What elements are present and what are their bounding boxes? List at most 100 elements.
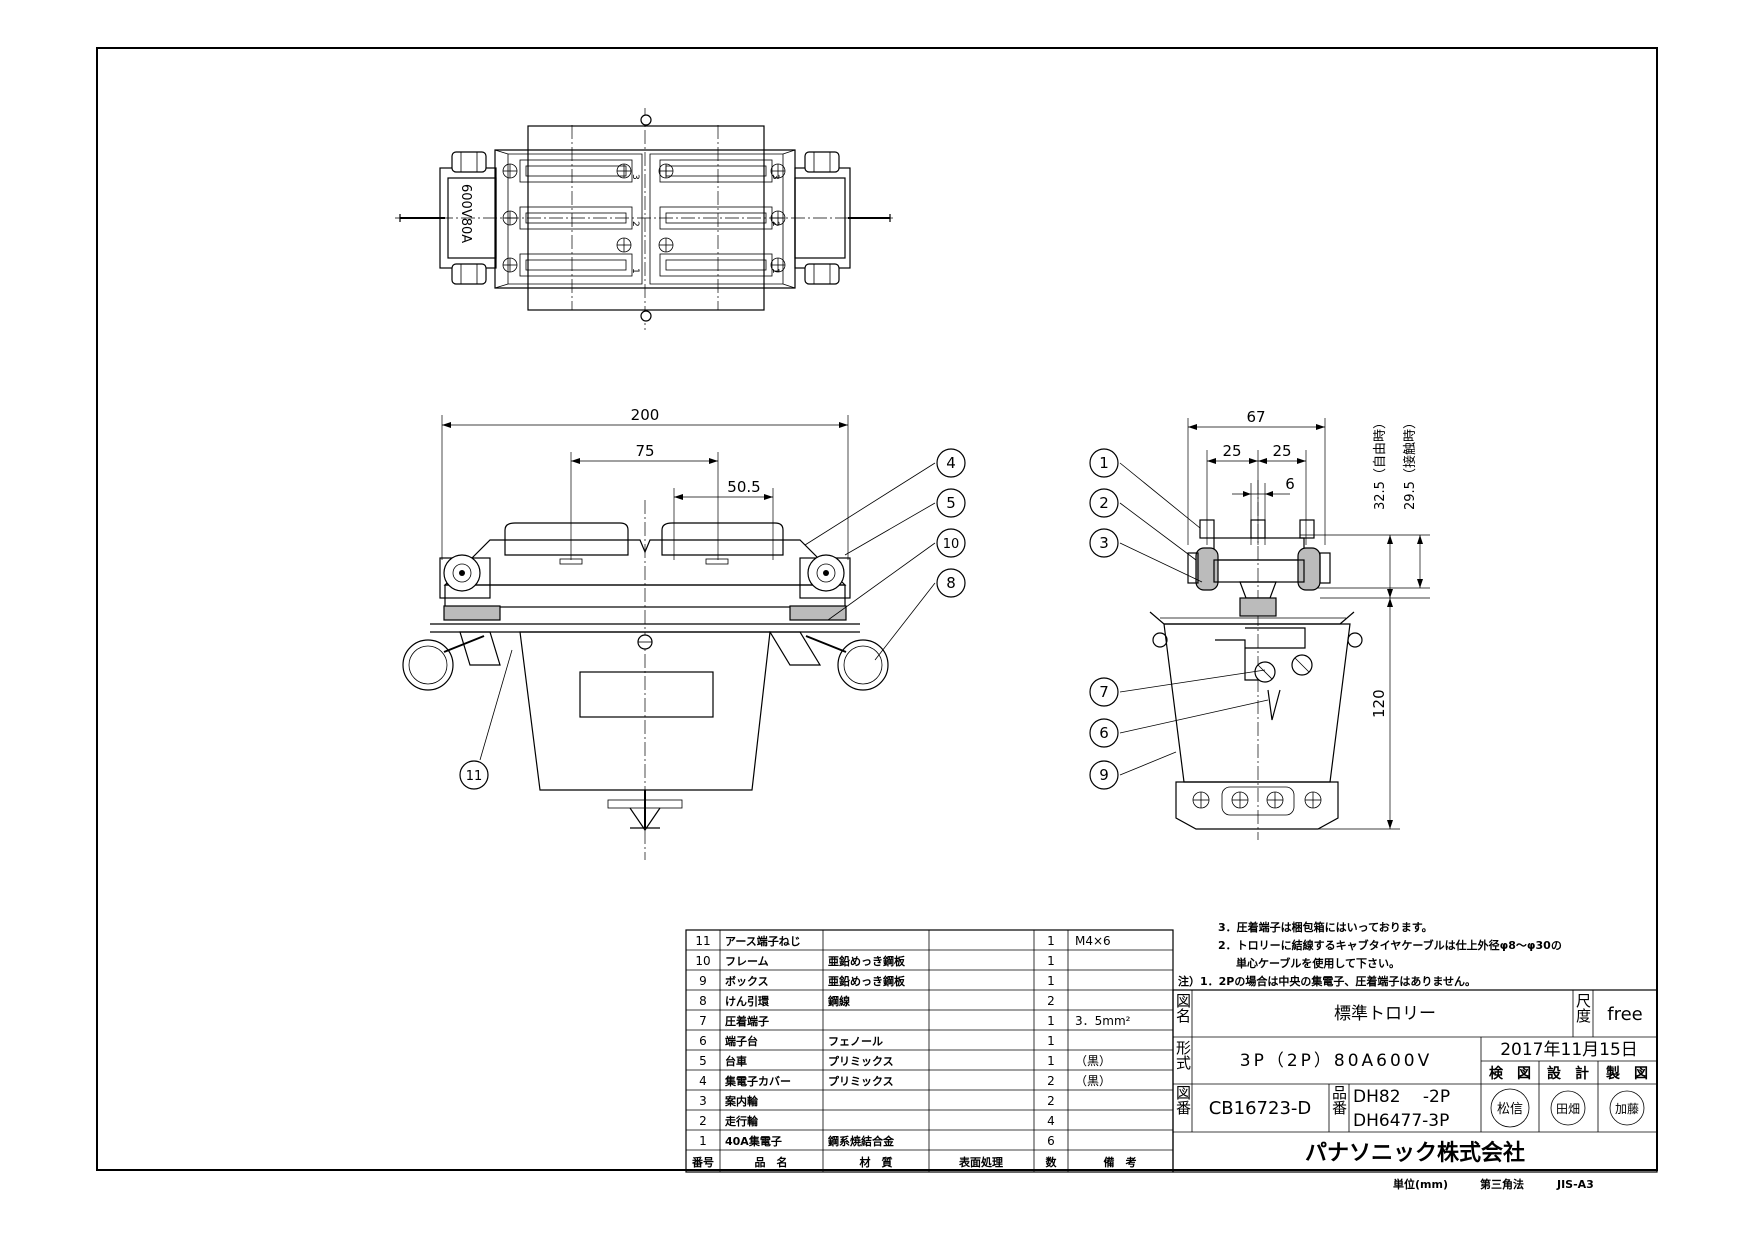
header-name: 品 名 [755,1155,788,1169]
title-block: 図名 尺度 形式 図番 品番 標準トロリー free 3P（2P）80A600V… [1172,989,1658,1173]
dim-25-left: 25 [1222,442,1241,460]
part-no: 7 [699,1014,707,1028]
callout-10: 10 [943,537,960,552]
label-shakudo: 尺度 [1574,993,1592,1023]
part-qty: 4 [1047,1114,1055,1128]
part-name: 40A集電子 [725,1134,782,1148]
drawing-title: 標準トロリー [1334,1004,1436,1024]
seal-checker [1490,1088,1530,1128]
note-1: 注）1．2Pの場合は中央の集電子、圧着端子はありません。 [1178,974,1476,988]
part-no: 4 [699,1074,707,1088]
pole-mark: 2 [770,221,780,227]
part-material: 亜鉛めっき鋼板 [828,954,906,968]
seal-drafter [1609,1090,1645,1126]
callout-11: 11 [466,769,483,784]
part-qty: 1 [1047,1054,1055,1068]
part-material: フェノール [828,1035,883,1048]
part-qty: 1 [1047,954,1055,968]
part-no: 5 [699,1054,707,1068]
part-no: 1 [699,1134,707,1148]
callouts: 1 2 3 4 5 6 7 8 9 10 11 [459,448,1269,790]
callout-6: 6 [1099,724,1109,742]
dim-75: 75 [635,442,654,460]
header-finish: 表面処理 [958,1155,1003,1169]
dim-50-5: 50.5 [727,478,760,496]
role-check: 検 図 [1489,1065,1531,1082]
company-name: パナソニック株式会社 [1305,1140,1525,1166]
part-no: 2 [699,1114,707,1128]
dim-25-right: 25 [1272,442,1291,460]
callout-4: 4 [946,454,956,472]
role-design: 設 計 [1547,1065,1589,1082]
part-remarks: （黒） [1075,1054,1111,1068]
callout-9: 9 [1099,766,1109,784]
callout-7: 7 [1099,683,1109,701]
part-qty: 1 [1047,934,1055,948]
paper-size: JIS-A3 [1556,1178,1594,1191]
drawing-number: CB16723-D [1209,1098,1312,1119]
notes: 3．圧着端子は梱包箱にはいっております。 2．トロリーに結線するキャブタイヤケー… [1178,920,1562,988]
pole-mark: 1 [630,268,640,274]
part-material: プリミックス [828,1054,894,1068]
part-qty: 2 [1047,1074,1055,1088]
header-remarks: 備 考 [1104,1155,1137,1169]
part-remarks: （黒） [1075,1074,1111,1088]
part-qty: 6 [1047,1134,1055,1148]
part-name: 走行輪 [724,1114,759,1128]
part-no: 8 [699,994,707,1008]
part-qty: 1 [1047,1034,1055,1048]
dim-200: 200 [631,406,660,424]
part-no: 11 [695,934,710,948]
label-keishiki: 形式 [1174,1040,1192,1070]
part-name: アース端子ねじ [725,934,801,948]
part-qty: 1 [1047,1014,1055,1028]
seal-drafter-name: 加藤 [1615,1102,1639,1116]
pole-mark: 1 [770,268,780,274]
part-name: 端子台 [725,1034,758,1048]
header-material: 材 質 [860,1155,893,1169]
rating-stamp: 600V80A [458,184,473,243]
drawing-frame [96,47,1658,1171]
pole-mark: 3 [770,174,780,180]
parts-list: 11 アース端子ねじ 1 M4×6 10 フレーム 亜鉛めっき鋼板 1 9 ボッ… [685,929,1174,1173]
part-number-1: DH82 -2P [1353,1087,1450,1107]
part-name: 案内輪 [724,1094,759,1108]
plan-view: 600V80A 3 2 1 3 2 1 [395,108,895,330]
dim-32-5: 32.5（自由時） [1373,416,1388,510]
unit-label: 単位(mm) [1393,1177,1448,1191]
pole-mark: 3 [630,174,640,180]
part-qty: 2 [1047,994,1055,1008]
callout-5: 5 [946,494,956,512]
part-qty: 2 [1047,1094,1055,1108]
note-2a: 2．トロリーに結線するキャブタイヤケーブルは仕上外径φ8～φ30の [1218,938,1562,952]
part-name: 台車 [725,1054,747,1068]
part-name: 集電子カバー [724,1074,791,1088]
front-view: 200 75 50.5 [402,406,889,860]
callout-2: 2 [1099,494,1109,512]
projection-label: 第三角法 [1480,1177,1524,1191]
part-remarks: 3．5mm² [1075,1014,1131,1028]
dim-29-5: 29.5（接触時） [1402,416,1418,510]
pole-mark: 2 [630,221,640,227]
seal-checker-name: 松信 [1497,1102,1523,1117]
footer: 単位(mm) 第三角法 JIS-A3 [1393,1177,1594,1191]
callout-1: 1 [1099,454,1109,472]
part-no: 10 [695,954,710,968]
scale-value: free [1607,1004,1643,1025]
label-zuban: 図番 [1174,1085,1192,1115]
callout-8: 8 [946,574,956,592]
part-material: 鋼線 [827,994,850,1008]
label-zumei: 図名 [1174,993,1192,1023]
part-name: 圧着端子 [725,1014,769,1028]
part-no: 9 [699,974,707,988]
part-material: 亜鉛めっき鋼板 [828,974,906,988]
part-name: けん引環 [725,994,770,1008]
part-name: ボックス [725,974,769,988]
side-view: 67 25 25 6 32.5（自由時） 29.5（接触時） 120 [1149,408,1430,840]
part-no: 6 [699,1034,707,1048]
part-qty: 1 [1047,974,1055,988]
callout-3: 3 [1099,534,1109,552]
seal-designer [1550,1090,1586,1126]
part-no: 3 [699,1094,707,1108]
